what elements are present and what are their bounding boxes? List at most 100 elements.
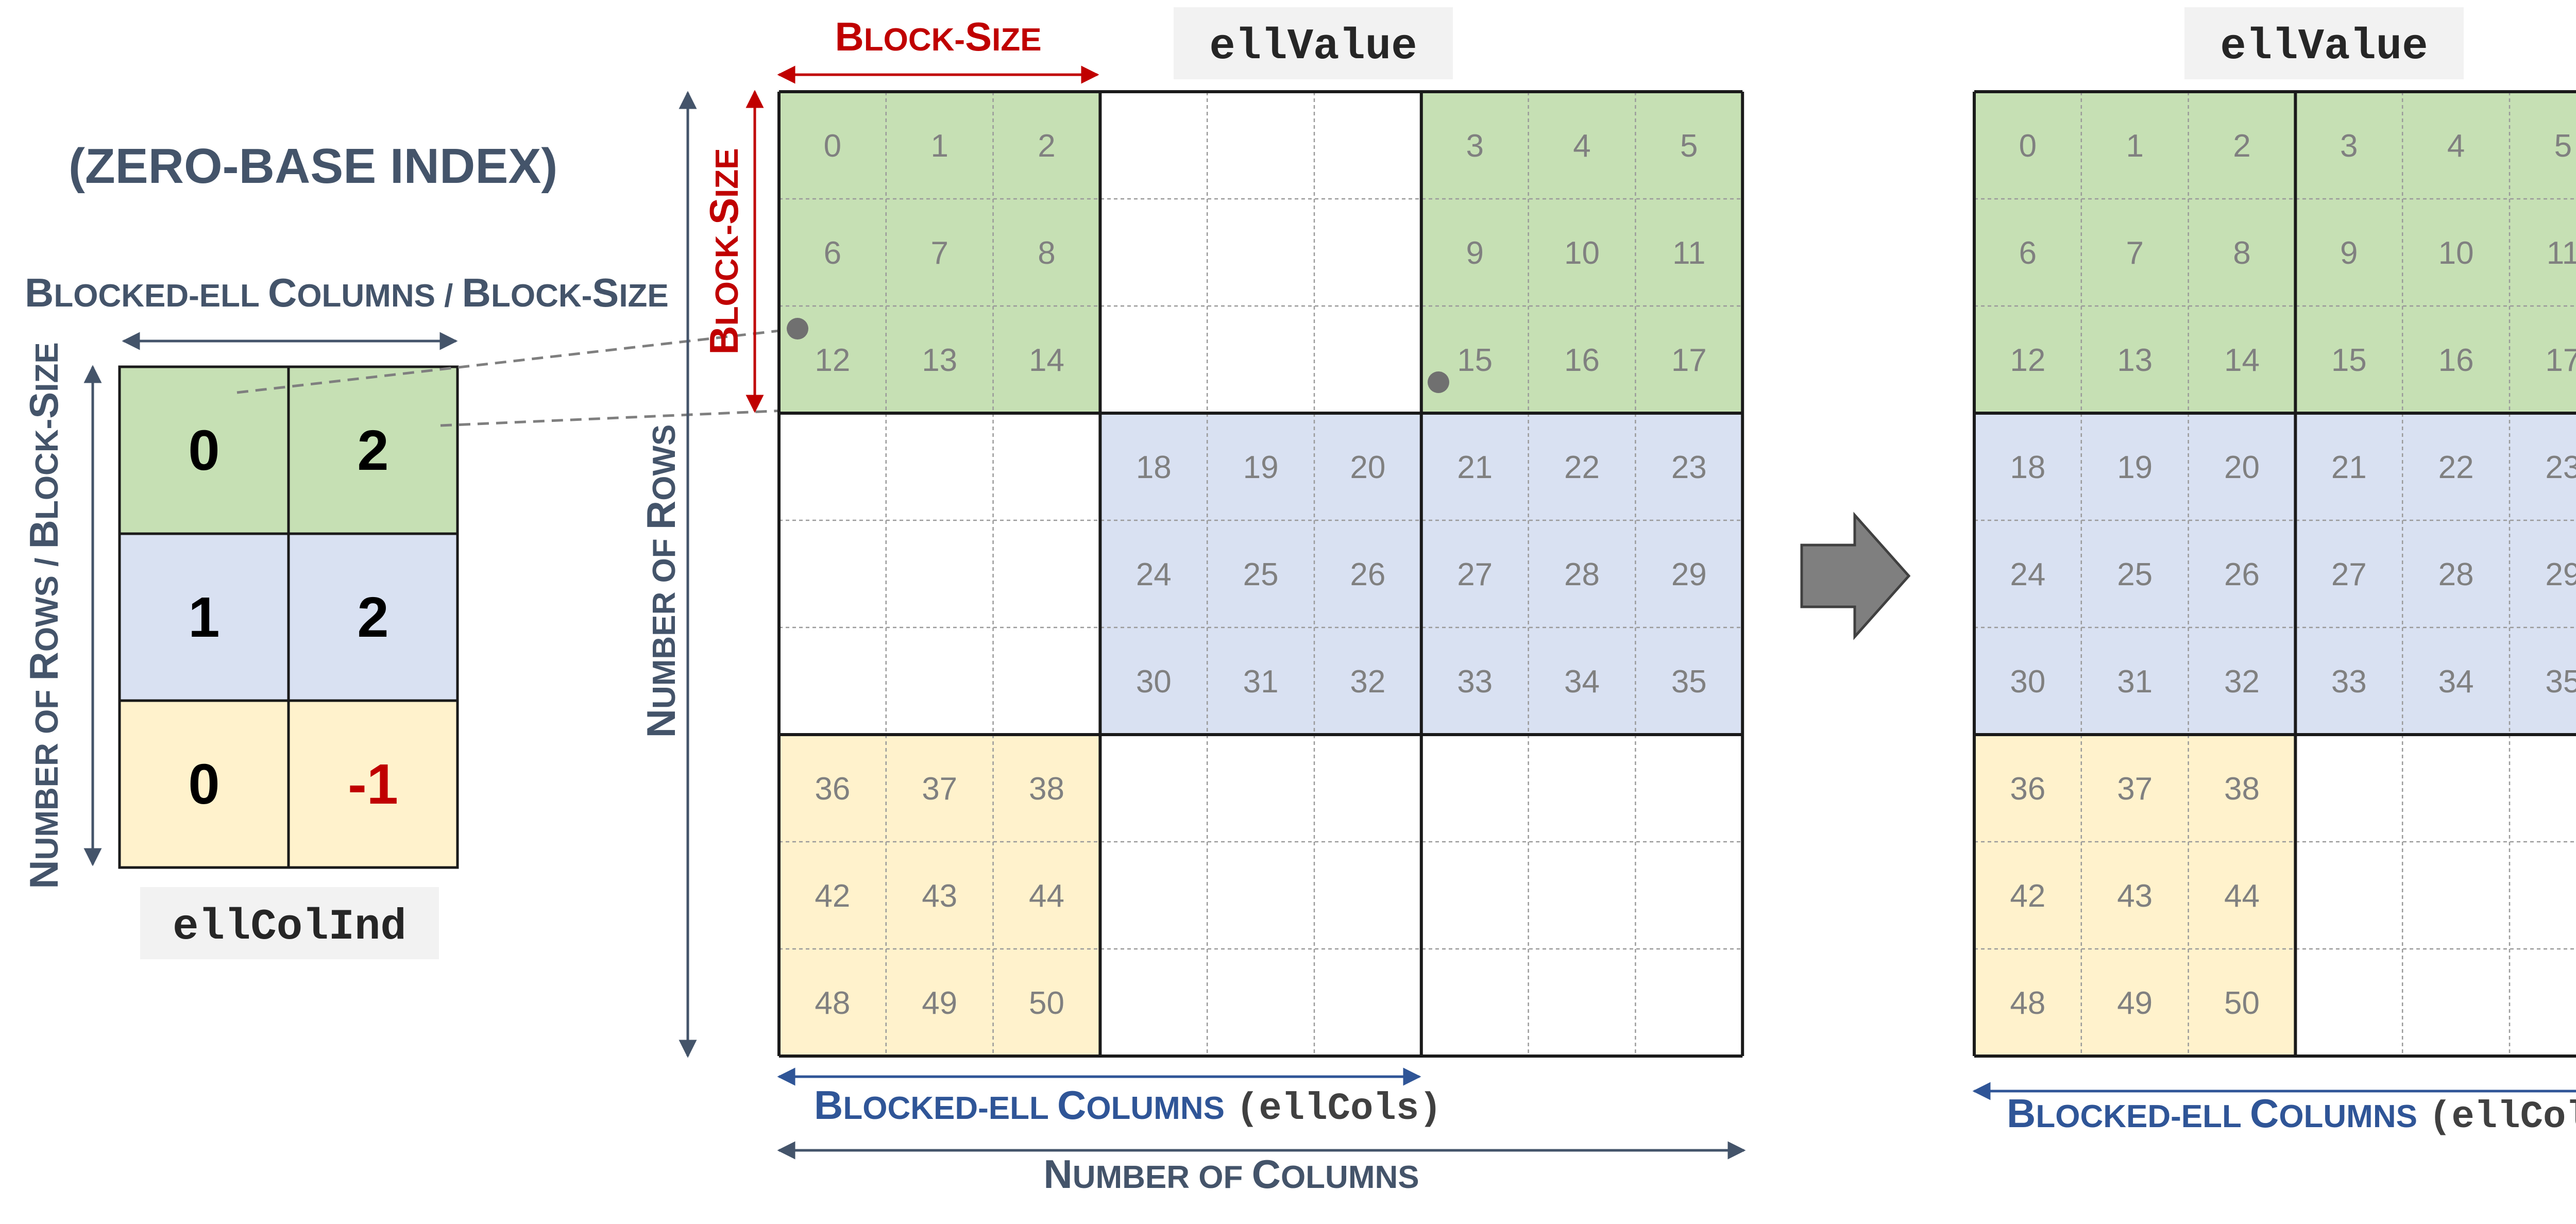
full-matrix-cell-value: 5 — [1680, 128, 1698, 164]
compressed-matrix-cell-value: 18 — [2010, 450, 2045, 485]
full-matrix-cell-value: 33 — [1457, 664, 1493, 700]
compressed-matrix-block-fill — [2295, 92, 2576, 413]
full-matrix-cell-value: 14 — [1029, 343, 1064, 378]
full-matrix-cell-value: 28 — [1564, 557, 1600, 592]
compressed-matrix-cell-value: 9 — [2340, 235, 2358, 271]
ellvalue-tag-bg-full — [1174, 7, 1453, 79]
ellcolind-cell — [118, 532, 290, 702]
full-matrix-cell-value: 13 — [922, 343, 957, 378]
leader-dot-block0 — [787, 318, 808, 339]
full-matrix-block-fill — [1421, 92, 1743, 413]
compressed-matrix-block-fill — [1974, 92, 2296, 413]
full-matrix-cell-value: 30 — [1136, 664, 1172, 700]
compressed-matrix-cell-value: 48 — [2010, 985, 2045, 1021]
full-matrix-cell-value: 21 — [1457, 450, 1493, 485]
full-matrix-cell-value: 1 — [930, 128, 948, 164]
ellcolind-value: 0 — [188, 753, 219, 816]
compressed-matrix-cell-value: 16 — [2438, 343, 2474, 378]
full-matrix-cell-value: 3 — [1466, 128, 1483, 164]
full-matrix-cell-value: 19 — [1243, 450, 1279, 485]
full-matrix-cell-value: 43 — [922, 878, 957, 914]
compressed-matrix-cell-value: 4 — [2447, 128, 2465, 164]
compressed-matrix-cell-value: 20 — [2224, 450, 2260, 485]
compressed-matrix-block-fill — [2295, 413, 2576, 735]
blocked-ell-columns-label-compressed: BLOCKED-ELL COLUMNS(ellCols) — [2007, 1091, 2576, 1139]
ellcolind-columns-label: BLOCKED-ELL COLUMNS / BLOCK-SIZE — [25, 270, 669, 315]
compressed-matrix-cell-value: 34 — [2438, 664, 2474, 700]
full-matrix-cell-value: 42 — [815, 878, 850, 914]
full-matrix-cell-value: 35 — [1671, 664, 1707, 700]
full-matrix-cell-value: 49 — [922, 985, 957, 1021]
compressed-matrix-cell-value: 7 — [2126, 235, 2143, 271]
full-matrix-cell-value: 10 — [1564, 235, 1600, 271]
compressed-matrix-cell-value: 33 — [2331, 664, 2367, 700]
compressed-matrix-cell-value: 30 — [2010, 664, 2045, 700]
full-matrix-cell-value: 31 — [1243, 664, 1279, 700]
compressed-matrix-cell-value: 0 — [2019, 128, 2037, 164]
compressed-matrix-cell-value: 23 — [2545, 450, 2576, 485]
compressed-matrix-cell-value: 6 — [2019, 235, 2037, 271]
compressed-matrix-cell-value: 14 — [2224, 343, 2260, 378]
ellcolind-rows-label: NUMBER OF ROWS / BLOCK-SIZE — [21, 342, 66, 889]
ellvalue-tag-compressed: ellValue — [2220, 23, 2428, 72]
full-matrix-cell-value: 17 — [1671, 343, 1707, 378]
full-matrix-block-fill — [1100, 413, 1421, 735]
compressed-matrix-cell-value: 32 — [2224, 664, 2260, 700]
compressed-matrix-cell-value: 36 — [2010, 771, 2045, 807]
ellcolind-value: 1 — [188, 586, 219, 649]
compressed-matrix-cell-value: 5 — [2554, 128, 2572, 164]
compressed-matrix-cell-value: 49 — [2117, 985, 2153, 1021]
ellcolind-tag-bg — [140, 887, 439, 959]
full-matrix-cell-value: 37 — [922, 771, 957, 807]
compressed-matrix-cell-value: 24 — [2010, 557, 2045, 592]
compressed-matrix-cell-value: 2 — [2233, 128, 2250, 164]
full-matrix-cell-value: 7 — [930, 235, 948, 271]
full-matrix-cell-value: 36 — [815, 771, 850, 807]
ellcolind-value: -1 — [348, 753, 398, 816]
full-matrix-cell-value: 4 — [1573, 128, 1590, 164]
block-size-label-vertical: BLOCK-SIZE — [701, 148, 747, 354]
compressed-matrix-block-fill — [1974, 413, 2296, 735]
leader-dot-block2 — [1428, 371, 1449, 393]
full-matrix-cell-value: 2 — [1038, 128, 1055, 164]
full-matrix-cell-value: 9 — [1466, 235, 1483, 271]
full-matrix-cell-value: 50 — [1029, 985, 1064, 1021]
compressed-matrix-cell-value: 1 — [2126, 128, 2143, 164]
ellcolind-cell — [287, 532, 459, 702]
full-matrix-cell-value: 8 — [1038, 235, 1055, 271]
compressed-matrix-cell-value: 29 — [2545, 557, 2576, 592]
ellvalue-tag-full: ellValue — [1209, 23, 1417, 72]
compressed-matrix-cell-value: 50 — [2224, 985, 2260, 1021]
compressed-matrix-cell-value: 3 — [2340, 128, 2358, 164]
full-matrix-cell-value: 22 — [1564, 450, 1600, 485]
number-of-rows-label: NUMBER OF ROWS — [638, 424, 684, 738]
compressed-matrix-cell-value: 35 — [2545, 664, 2576, 700]
compressed-matrix-cell-value: 10 — [2438, 235, 2474, 271]
full-matrix-block-fill — [1421, 413, 1743, 735]
leader-line-col0 — [236, 327, 798, 394]
compressed-matrix-cell-value: 44 — [2224, 878, 2260, 914]
full-matrix-cell-value: 12 — [815, 343, 850, 378]
ellcolind-value: 2 — [357, 586, 388, 649]
number-of-columns-label: NUMBER OF COLUMNS — [1043, 1151, 1419, 1197]
full-matrix-cell-value: 29 — [1671, 557, 1707, 592]
compressed-matrix-cell-value: 19 — [2117, 450, 2153, 485]
compressed-matrix-cell-value: 22 — [2438, 450, 2474, 485]
full-matrix-cell-value: 34 — [1564, 664, 1600, 700]
compressed-matrix-cell-value: 38 — [2224, 771, 2260, 807]
compressed-matrix-cell-value: 31 — [2117, 664, 2153, 700]
full-matrix-cell-value: 6 — [824, 235, 841, 271]
full-matrix-cell-value: 20 — [1350, 450, 1385, 485]
block-size-label-horizontal: BLOCK-SIZE — [835, 14, 1041, 59]
ellcolind-cell — [287, 365, 459, 535]
full-matrix-cell-value: 0 — [824, 128, 841, 164]
full-matrix-cell-value: 27 — [1457, 557, 1493, 592]
full-matrix-cell-value: 26 — [1350, 557, 1385, 592]
compressed-matrix-cell-value: 13 — [2117, 343, 2153, 378]
blocked-ell-columns-label-full: BLOCKED-ELL COLUMNS(ellCols) — [814, 1082, 1442, 1131]
transform-arrow — [1800, 512, 1911, 640]
